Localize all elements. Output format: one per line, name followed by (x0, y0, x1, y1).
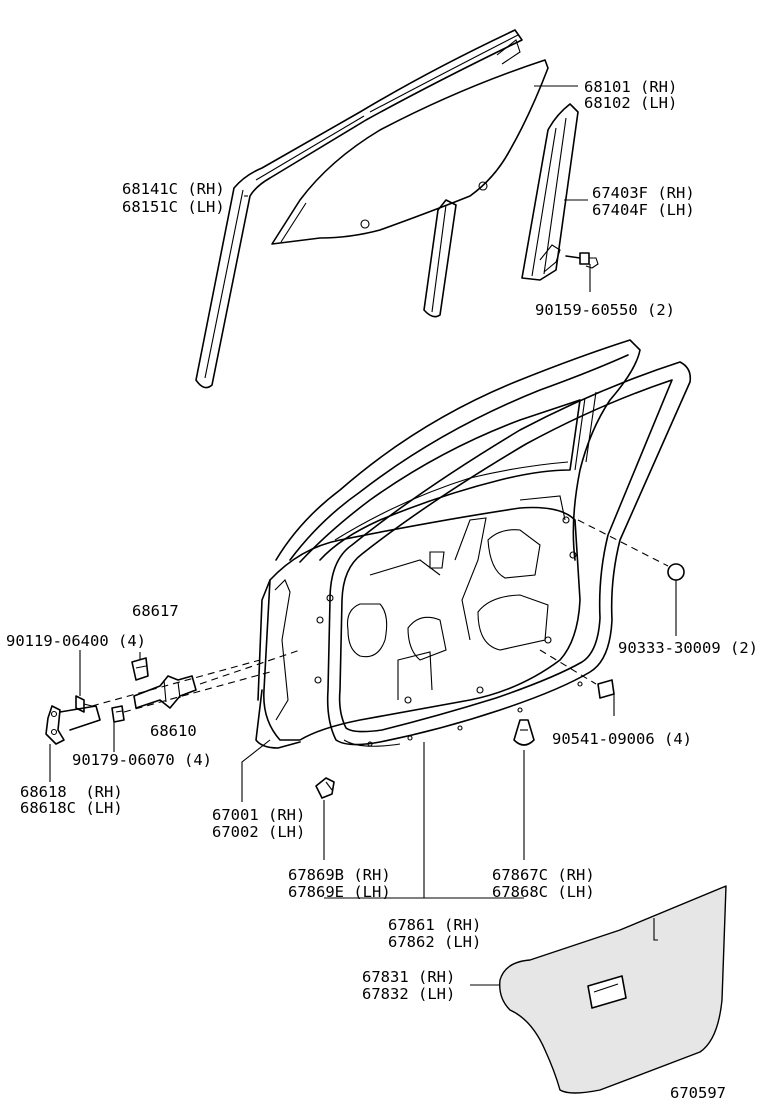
label-glass-lh: 68102 (LH) (584, 94, 677, 112)
label-glass-run-rh: 68141C (RH) (122, 180, 225, 198)
label-glass-run-lh: 68151C (LH) (122, 198, 225, 216)
label-door-panel-lh: 67002 (LH) (212, 823, 305, 841)
trim-board-drawing (499, 885, 727, 1094)
diagram-code: 670597 (670, 1084, 726, 1102)
label-clip-b-rh: 67867C (RH) (492, 866, 595, 884)
label-check-assy: 68610 (150, 722, 197, 740)
label-hinge-lh: 68618C (LH) (20, 799, 123, 817)
leader-lines (49, 85, 677, 986)
label-rear-channel-rh: 67403F (RH) (592, 184, 695, 202)
door-panel-drawing (255, 495, 581, 749)
glass-run-drawing (195, 29, 523, 389)
label-cushion: 90541-09006 (4) (552, 730, 692, 748)
label-hole-plug: 90333-30009 (2) (618, 639, 758, 657)
label-trim-board-rh: 67831 (RH) (362, 968, 455, 986)
label-rear-channel-lh: 67404F (LH) (592, 201, 695, 219)
label-hinge-bolt: 90119-06400 (4) (6, 632, 146, 650)
label-trim-board-lh: 67832 (LH) (362, 985, 455, 1003)
label-check-bolt: 90179-06070 (4) (72, 751, 212, 769)
label-weatherstrip-rh: 67861 (RH) (388, 916, 481, 934)
rear-channel-drawing (521, 103, 599, 281)
label-clip-b-lh: 67868C (LH) (492, 883, 595, 901)
label-clip-a-lh: 67869E (LH) (288, 883, 391, 901)
weatherstrip-drawing (326, 361, 692, 747)
label-hinge-rh: 68618 (RH) (20, 783, 123, 801)
center-channel-drawing (423, 199, 457, 318)
door-glass-drawing (271, 59, 549, 245)
label-hinge-pin: 68617 (132, 602, 179, 620)
fasteners-drawing (315, 519, 685, 799)
label-channel-bolt: 90159-60550 (2) (535, 301, 675, 319)
label-door-panel-rh: 67001 (RH) (212, 806, 305, 824)
door-frame-drawing (275, 339, 641, 563)
label-glass-rh: 68101 (RH) (584, 78, 677, 96)
label-clip-a-rh: 67869B (RH) (288, 866, 391, 884)
hinge-drawing (45, 649, 301, 745)
label-weatherstrip-lh: 67862 (LH) (388, 933, 481, 951)
part-labels: 68101 (RH) 68102 (LH) 68141C (RH) 68151C… (6, 78, 758, 1102)
